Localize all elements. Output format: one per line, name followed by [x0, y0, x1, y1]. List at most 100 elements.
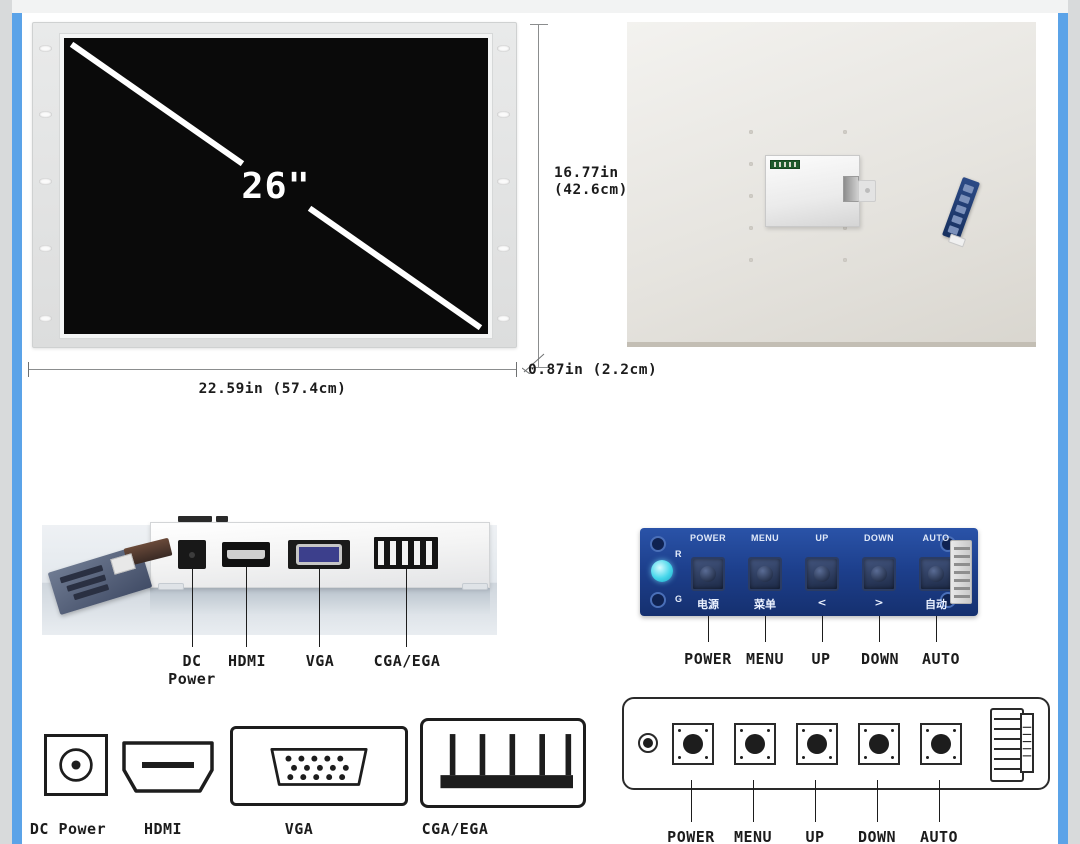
driver-board-port-slot	[843, 176, 859, 202]
osd-silk-cn-auto: 自动	[925, 598, 947, 611]
enclosure-foot-left	[158, 583, 184, 590]
width-dimension-label: 22.59in (57.4cm)	[198, 381, 347, 397]
photo-label-dc-line2: Power	[168, 670, 216, 688]
height-dim-tick-top	[530, 24, 548, 25]
keypad-callout-auto: AUTO	[919, 828, 959, 844]
photo-dc-power-port	[178, 540, 206, 569]
photo-label-vga: VGA	[305, 652, 335, 670]
photo-label-dc-power: DC Power	[152, 652, 232, 688]
keypad-callout-menu: MENU	[733, 828, 773, 844]
leader-osd-auto	[936, 616, 937, 642]
photo-label-dc-line1: DC	[182, 652, 202, 670]
monitor-front-illustration: 26"	[32, 22, 517, 348]
keypad-callout-power: POWER	[667, 828, 715, 844]
osd-silk-up: UP	[815, 533, 829, 543]
driver-board-green-connector	[770, 160, 800, 169]
enclosure-vent-secondary	[216, 516, 228, 522]
icon-label-vga: VGA	[284, 820, 314, 838]
height-dimension-label: 16.77in (42.6cm)	[554, 165, 628, 199]
height-dim-inches: 16.77in	[554, 165, 619, 181]
osd-button-down[interactable]	[862, 557, 896, 591]
osd-silk-auto: AUTO	[922, 533, 950, 543]
osd-silk-cn-down: >	[874, 596, 884, 609]
osd-silk-cn-menu: 菜单	[754, 598, 776, 611]
leader-dc-power	[192, 569, 193, 647]
keypad-led-indicator	[638, 733, 658, 753]
osd-silk-cn-power: 电源	[697, 598, 719, 611]
photo-vga-port	[288, 540, 350, 569]
leader-keypad-power	[691, 780, 692, 822]
height-dimension-line	[538, 24, 539, 368]
keypad-connector-outline	[990, 708, 1024, 782]
left-blue-rail	[12, 13, 22, 844]
right-page-margin	[1068, 0, 1080, 844]
osd-board-ribbon-connector	[950, 540, 972, 604]
leader-keypad-auto	[939, 780, 940, 822]
leader-vga	[319, 569, 320, 647]
depth-dimension-leader	[522, 353, 545, 374]
osd-board-screw-hole-bl	[650, 592, 666, 608]
photo-hdmi-port	[222, 542, 270, 567]
osd-button-auto[interactable]	[919, 557, 953, 591]
photo-label-cga-ega: CGA/EGA	[373, 652, 441, 670]
screen-size-text: 26"	[241, 165, 311, 207]
leader-osd-menu	[765, 616, 766, 642]
leader-keypad-down	[877, 780, 878, 822]
osd-led-label-r: R	[675, 549, 682, 559]
monitor-screen: 26"	[64, 38, 488, 334]
osd-silk-cn-up: <	[817, 596, 827, 609]
osd-button-up[interactable]	[805, 557, 839, 591]
osd-status-led	[651, 560, 673, 582]
leader-osd-power	[708, 616, 709, 642]
left-page-margin	[0, 0, 12, 844]
osd-callout-down: DOWN	[860, 650, 900, 668]
enclosure-foot-right	[462, 583, 488, 590]
osd-board-screw-hole-tl	[650, 536, 666, 552]
leader-osd-down	[879, 616, 880, 642]
driver-board-mount-tab	[858, 180, 876, 202]
leader-cga-ega	[406, 569, 407, 647]
osd-callout-auto: AUTO	[921, 650, 961, 668]
keypad-button-up[interactable]	[796, 723, 838, 765]
osd-silk-menu: MENU	[750, 533, 780, 543]
diagonal-measure-line	[69, 41, 483, 331]
depth-dimension-label: 0.87in (2.2cm)	[528, 362, 658, 378]
osd-button-power[interactable]	[691, 557, 725, 591]
photo-label-hdmi: HDMI	[227, 652, 267, 670]
keypad-button-down[interactable]	[858, 723, 900, 765]
photo-cga-ega-port	[374, 537, 438, 569]
osd-callout-menu: MENU	[745, 650, 785, 668]
rear-panel-edge	[627, 342, 1036, 347]
keypad-button-power[interactable]	[672, 723, 714, 765]
osd-button-menu[interactable]	[748, 557, 782, 591]
connector-icon-row	[30, 718, 586, 808]
vga-db15-connector-icon	[230, 726, 408, 806]
hdmi-connector-icon	[120, 740, 216, 794]
keypad-outline-diagram	[622, 697, 1050, 790]
leader-keypad-menu	[753, 780, 754, 822]
osd-silk-power: POWER	[689, 533, 726, 543]
osd-led-label-g: G	[675, 594, 683, 604]
height-dim-tick-bottom	[530, 367, 548, 368]
top-margin-strip	[0, 0, 1080, 13]
osd-callout-power: POWER	[684, 650, 732, 668]
keypad-button-auto[interactable]	[920, 723, 962, 765]
osd-callout-up: UP	[811, 650, 831, 668]
icon-label-cga-ega: CGA/EGA	[421, 820, 489, 838]
width-dimension-line	[28, 369, 517, 370]
enclosure-vent	[178, 516, 212, 522]
right-blue-rail	[1058, 13, 1068, 844]
osd-silk-down: DOWN	[863, 533, 895, 543]
leader-osd-up	[822, 616, 823, 642]
icon-label-hdmi: HDMI	[143, 820, 183, 838]
keypad-button-menu[interactable]	[734, 723, 776, 765]
icon-label-dc-power: DC Power	[29, 820, 107, 838]
keypad-connector-side	[1020, 713, 1034, 773]
screen-size-label: 26"	[64, 38, 488, 334]
ports-enclosure-face	[150, 588, 490, 614]
leader-keypad-up	[815, 780, 816, 822]
cga-ega-5pin-connector-icon	[420, 718, 586, 808]
leader-hdmi	[246, 567, 247, 647]
dc-barrel-jack-icon	[44, 734, 108, 796]
